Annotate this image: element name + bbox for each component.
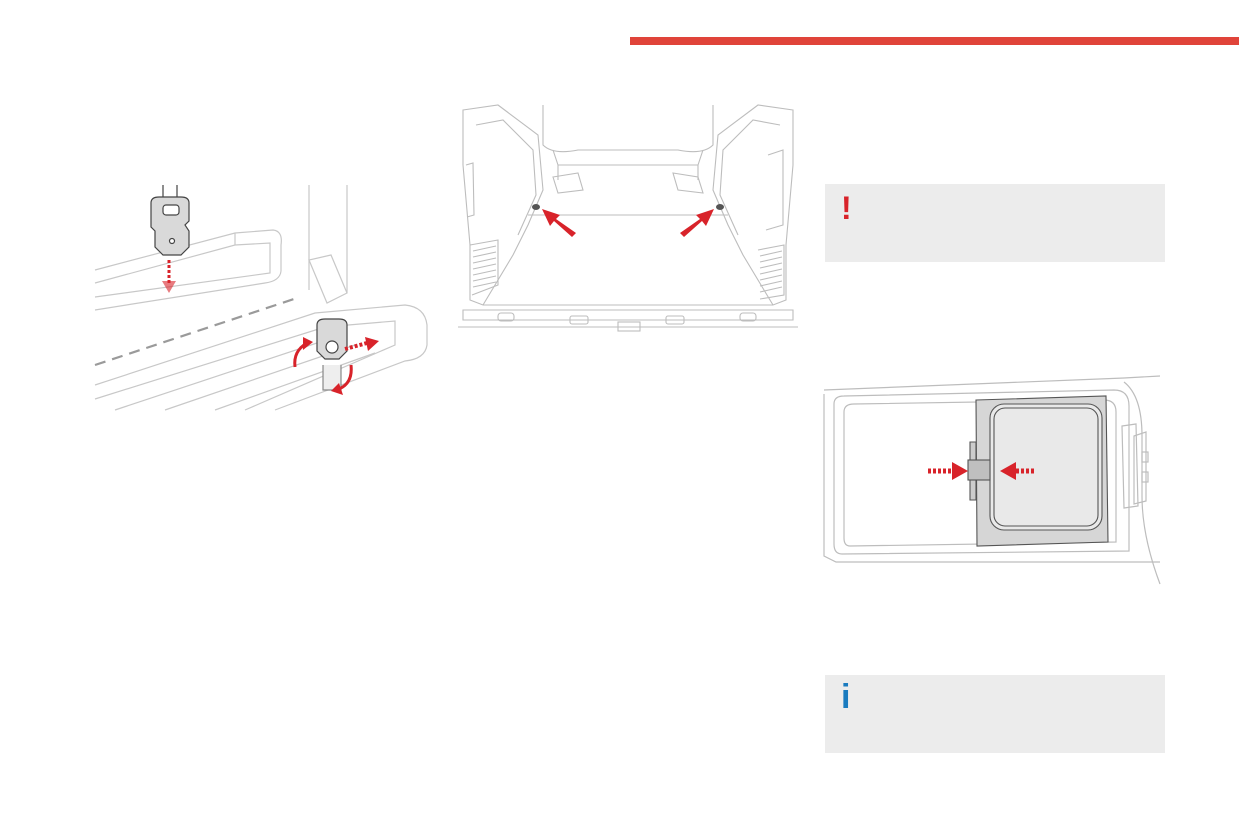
warning-notice: ! bbox=[825, 184, 1165, 262]
load-floor-anchor-points-illustration bbox=[458, 104, 798, 332]
belt-anchor-rail-illustration bbox=[94, 185, 428, 411]
info-notice: i bbox=[825, 675, 1165, 753]
warning-icon: ! bbox=[841, 190, 852, 226]
arrow-pointer-icon bbox=[542, 209, 714, 237]
info-icon: i bbox=[841, 678, 851, 716]
anchor-clip-icon bbox=[150, 185, 190, 256]
anchor-clip-icon bbox=[316, 318, 348, 391]
slide-arrow-icon bbox=[344, 341, 368, 351]
squeeze-arrow-icon bbox=[928, 462, 1036, 480]
sliding-window-latch-illustration bbox=[823, 375, 1161, 585]
section-color-bar bbox=[630, 37, 1239, 45]
anchor-ring-icon bbox=[532, 204, 724, 210]
latch-icon bbox=[967, 395, 1109, 547]
